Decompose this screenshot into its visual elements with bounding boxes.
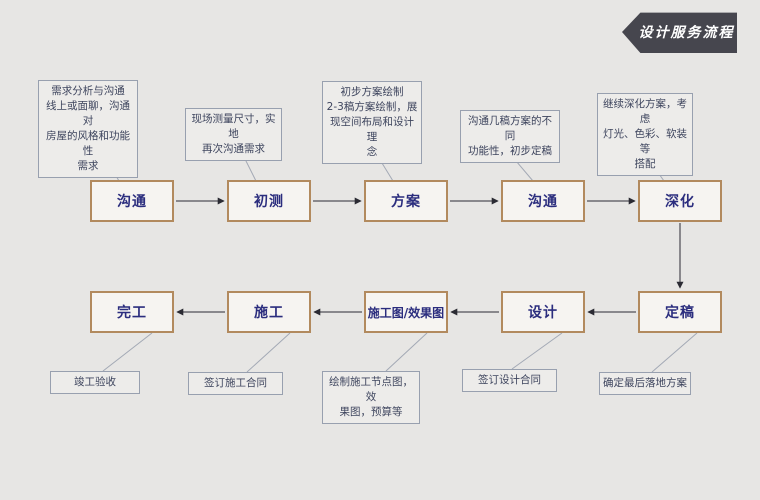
note-text: 现场测量尺寸，实地 再次沟通需求	[191, 113, 276, 155]
flow-box-label: 施工图/效果图	[367, 305, 445, 320]
note-demand-analysis: 需求分析与沟通 线上或面聊，沟通对 房屋的风格和功能性 需求	[38, 80, 138, 178]
flow-box-communication-2: 沟通	[501, 180, 585, 222]
flow-box-construction: 施工	[227, 291, 311, 333]
flow-box-drawings: 施工图/效果图	[364, 291, 448, 333]
connector-note10	[651, 332, 698, 373]
flow-box-plan: 方案	[364, 180, 448, 222]
note-site-measure: 现场测量尺寸，实地 再次沟通需求	[185, 108, 282, 161]
note-text: 初步方案绘制 2-3稿方案绘制，展 现空间布局和设计理 念	[326, 86, 418, 158]
flow-box-communication-1: 沟通	[90, 180, 174, 222]
note-text: 沟通几稿方案的不同 功能性，初步定稿	[468, 115, 552, 157]
note-design-contract: 签订设计合同	[462, 369, 557, 392]
note-final-plan: 确定最后落地方案	[599, 372, 691, 395]
note-text: 签订施工合同	[204, 377, 267, 389]
flow-box-label: 方案	[391, 194, 421, 210]
note-text: 绘制施工节点图，效 果图，预算等	[329, 376, 413, 418]
connector-note6	[102, 332, 153, 372]
note-construction-contract: 签订施工合同	[188, 372, 283, 395]
note-text: 竣工验收	[74, 376, 116, 388]
note-deepen-plan: 继续深化方案，考虑 灯光、色彩、软装等 搭配	[597, 93, 693, 176]
flow-box-deepen: 深化	[638, 180, 722, 222]
flow-box-label: 定稿	[665, 305, 695, 321]
ribbon-badge: 设计服务流程	[622, 12, 737, 53]
flow-box-completion: 完工	[90, 291, 174, 333]
note-text: 签订设计合同	[478, 374, 541, 386]
connector-note8	[385, 332, 428, 372]
badge-label: 设计服务流程	[638, 25, 735, 41]
flow-box-label: 深化	[665, 194, 695, 210]
flow-box-label: 完工	[117, 305, 147, 321]
flow-box-finalize: 定稿	[638, 291, 722, 333]
connector-note7	[246, 332, 291, 373]
flow-box-initial-measure: 初测	[227, 180, 311, 222]
flow-box-label: 初测	[254, 194, 284, 210]
note-text: 继续深化方案，考虑 灯光、色彩、软装等 搭配	[603, 98, 687, 170]
flow-box-label: 沟通	[117, 194, 147, 210]
note-acceptance: 竣工验收	[50, 371, 140, 394]
flow-box-label: 沟通	[528, 194, 558, 210]
note-draft-plans: 初步方案绘制 2-3稿方案绘制，展 现空间布局和设计理 念	[322, 81, 422, 164]
flow-box-label: 设计	[528, 305, 558, 321]
note-compare-drafts: 沟通几稿方案的不同 功能性，初步定稿	[460, 110, 560, 163]
flow-box-design: 设计	[501, 291, 585, 333]
connector-note9	[511, 332, 563, 370]
note-node-drawings: 绘制施工节点图，效 果图，预算等	[322, 371, 420, 424]
flow-box-label: 施工	[254, 305, 284, 321]
note-text: 确定最后落地方案	[603, 377, 687, 389]
note-text: 需求分析与沟通 线上或面聊，沟通对 房屋的风格和功能性 需求	[46, 85, 130, 172]
